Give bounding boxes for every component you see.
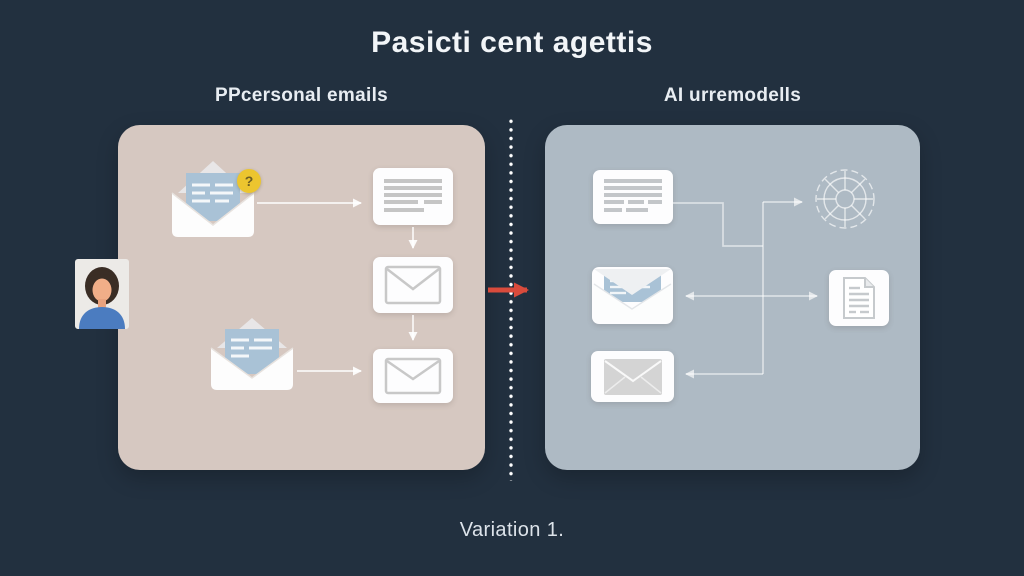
envelope-outline-icon — [384, 357, 442, 395]
filled-envelope-card — [591, 351, 674, 402]
filled-envelope-icon — [603, 358, 662, 395]
right-panel-label: AI urremodells — [663, 85, 802, 106]
caption-text: Variation 1. — [459, 519, 565, 541]
page-title: Pasicti cent agettis — [371, 26, 653, 59]
left-panel-label: PPcersonal emails — [214, 85, 389, 106]
open-envelope-icon — [171, 161, 255, 237]
text-lines-icon — [604, 179, 662, 212]
person-portrait-avatar — [75, 259, 129, 329]
envelope-outline-icon — [384, 265, 442, 305]
document-page-icon — [843, 277, 875, 319]
open-envelope-card — [592, 267, 673, 324]
envelope-outline-card — [373, 349, 453, 403]
dotted-divider-line — [508, 117, 514, 481]
question-badge: ? — [237, 169, 261, 193]
text-document-card — [593, 170, 673, 224]
document-page-card — [829, 270, 889, 326]
gear-icon — [815, 169, 875, 229]
text-lines-icon — [384, 178, 442, 212]
open-envelope-icon — [210, 318, 294, 390]
text-document-card — [373, 168, 453, 225]
open-envelope-icon — [593, 269, 672, 322]
envelope-outline-card — [373, 257, 453, 313]
